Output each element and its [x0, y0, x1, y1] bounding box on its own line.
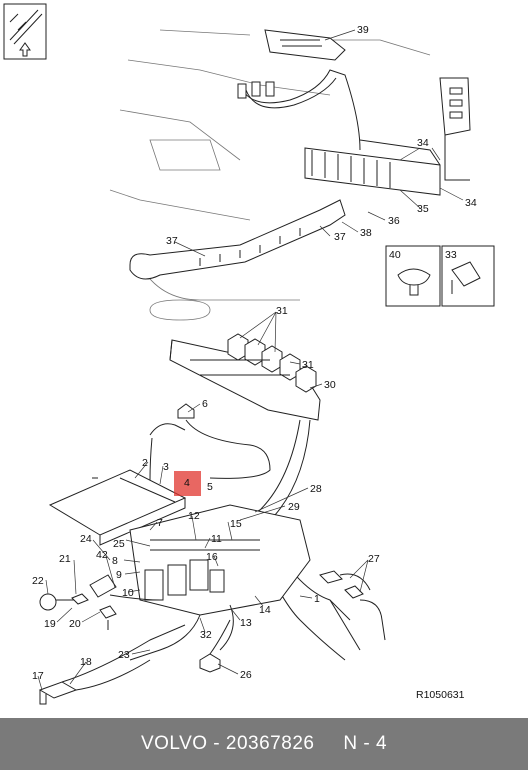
callout-15: 15: [230, 518, 242, 530]
callout-38: 38: [360, 227, 372, 239]
callout-18: 18: [80, 656, 92, 668]
central-junction: [129, 504, 311, 661]
callout-leaders: [37, 29, 464, 691]
callout-14: 14: [259, 604, 271, 616]
callout-9: 9: [116, 569, 122, 581]
connector-17-18: [38, 624, 186, 705]
callout-5: 5: [207, 481, 213, 493]
callout-16: 16: [206, 551, 218, 563]
drawing-code: R1050631: [416, 689, 465, 701]
callout-6: 6: [202, 398, 208, 410]
callout-labels: 39 34 34 35 36 37 37 38 40 33 31 31 30 6…: [32, 24, 477, 701]
callout-36: 36: [388, 215, 400, 227]
callout-37-a: 37: [166, 235, 178, 247]
callout-39: 39: [357, 24, 369, 36]
inset-40: [385, 245, 441, 307]
callout-29: 29: [288, 501, 300, 513]
connector-27: [319, 570, 386, 641]
control-module-30: [169, 333, 321, 421]
floor-harness-37: [129, 199, 346, 280]
connector-26: [199, 619, 231, 673]
callout-27: 27: [368, 553, 380, 565]
callout-11: 11: [211, 533, 222, 545]
callout-33: 33: [445, 249, 457, 261]
control-unit-39: [264, 29, 346, 61]
callout-22: 22: [32, 575, 44, 587]
callout-2: 2: [142, 457, 148, 469]
callout-24: 24: [80, 533, 92, 545]
callout-8: 8: [112, 555, 118, 567]
callout-34-a: 34: [417, 137, 429, 149]
callout-40: 40: [389, 249, 401, 261]
inset-33: [441, 245, 495, 307]
footer-bar: VOLVO - 20367826 N - 4: [0, 718, 528, 770]
footer-text: VOLVO - 20367826 N - 4: [140, 733, 388, 754]
callout-3: 3: [163, 461, 169, 473]
callout-30: 30: [324, 379, 336, 391]
wiring-diagram: 39 34 34 35 36 37 37 38 40 33 31 31 30 6…: [3, 3, 495, 705]
callout-17: 17: [32, 670, 44, 682]
left-connectors: [39, 574, 161, 630]
callout-12: 12: [188, 510, 200, 522]
callout-23: 23: [118, 649, 130, 661]
callout-1: 1: [314, 593, 320, 605]
sensor-6-lead: [149, 403, 271, 481]
callout-19: 19: [44, 618, 56, 630]
pedal-module: [439, 77, 471, 181]
callout-7: 7: [157, 517, 163, 529]
callout-42: 42: [96, 549, 108, 561]
callout-26: 26: [240, 669, 252, 681]
highlight-box: [174, 471, 201, 496]
callout-32: 32: [200, 629, 212, 641]
callout-4: 4: [184, 477, 190, 489]
callout-31-b: 31: [302, 359, 314, 371]
inset-arrow-icon: [3, 3, 47, 60]
callout-35: 35: [417, 203, 429, 215]
callout-20: 20: [69, 618, 81, 630]
callout-13: 13: [240, 617, 252, 629]
upper-harness: [237, 69, 361, 151]
callout-10: 10: [122, 587, 134, 599]
callout-31-a: 31: [276, 305, 288, 317]
relay-box-35: [304, 139, 441, 196]
callout-28: 28: [310, 483, 322, 495]
callout-37-b: 37: [334, 231, 346, 243]
callout-25: 25: [113, 538, 125, 550]
callout-21: 21: [59, 553, 71, 565]
callout-34-b: 34: [465, 197, 477, 209]
